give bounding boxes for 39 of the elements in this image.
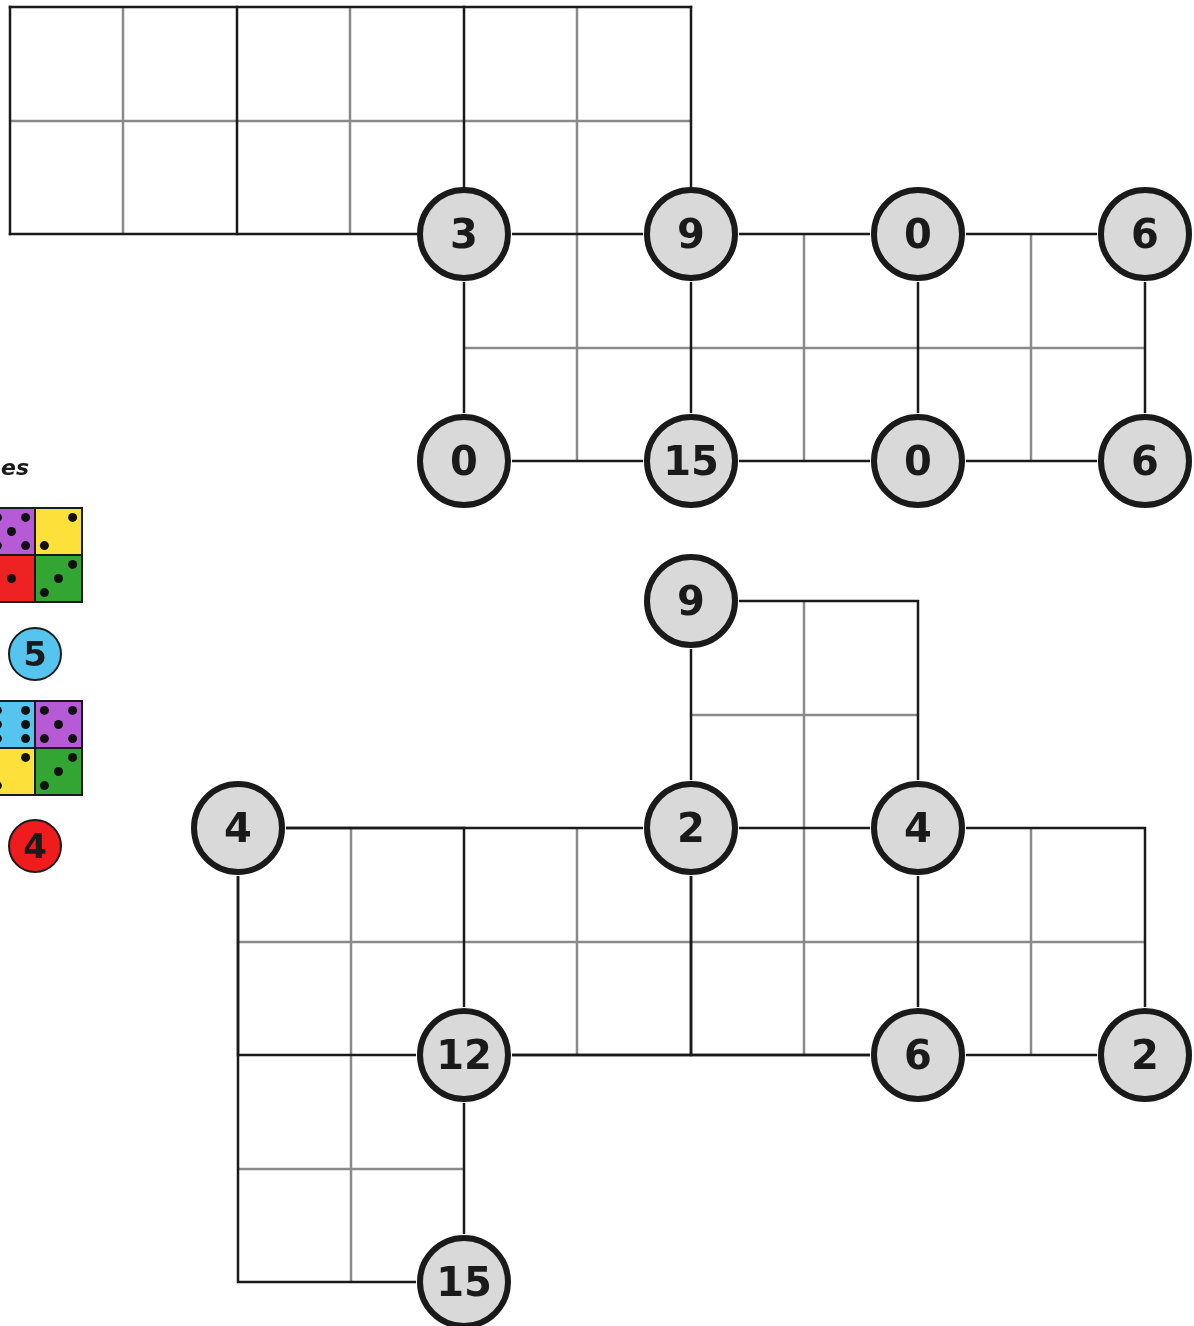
- number-circle: 6: [1098, 414, 1192, 508]
- connector-line: [512, 232, 643, 236]
- connector-line: [739, 599, 920, 780]
- connector-line: [462, 282, 466, 413]
- connector-line: [286, 826, 466, 1007]
- connector-line: [236, 876, 416, 1057]
- number-circle: 6: [1098, 187, 1192, 281]
- connector-line: [739, 826, 870, 830]
- number-circle: 4: [871, 781, 965, 875]
- number-circle: 0: [871, 414, 965, 508]
- number-circle: 2: [1098, 1008, 1192, 1102]
- connector-line: [689, 649, 693, 780]
- number-circle: 6: [871, 1008, 965, 1102]
- connector-line: [739, 459, 870, 463]
- number-circle: 9: [644, 187, 738, 281]
- number-circle: 5: [8, 627, 62, 681]
- connector-line: [966, 1053, 1097, 1057]
- connector-line: [689, 282, 693, 413]
- connector-line: [966, 459, 1097, 463]
- connector-line: [966, 826, 1147, 1007]
- connector-line: [462, 1103, 466, 1234]
- connector-line: [512, 1053, 870, 1057]
- connector-line: [916, 282, 920, 413]
- number-circle: 12: [417, 1008, 511, 1102]
- number-circle: 3: [417, 187, 511, 281]
- number-circle: 15: [417, 1235, 511, 1326]
- number-circle: 4: [191, 781, 285, 875]
- number-circle: 4: [8, 819, 62, 873]
- number-circle: 0: [871, 187, 965, 281]
- connector-line: [1143, 282, 1147, 413]
- number-circle: 9: [644, 554, 738, 648]
- number-circle: 0: [417, 414, 511, 508]
- connector-line: [966, 232, 1097, 236]
- heading-text: es: [1, 455, 29, 480]
- number-circle: 15: [644, 414, 738, 508]
- connector-line: [916, 876, 920, 1007]
- connector-line: [512, 459, 643, 463]
- number-circle: 2: [644, 781, 738, 875]
- connector-line: [739, 232, 870, 236]
